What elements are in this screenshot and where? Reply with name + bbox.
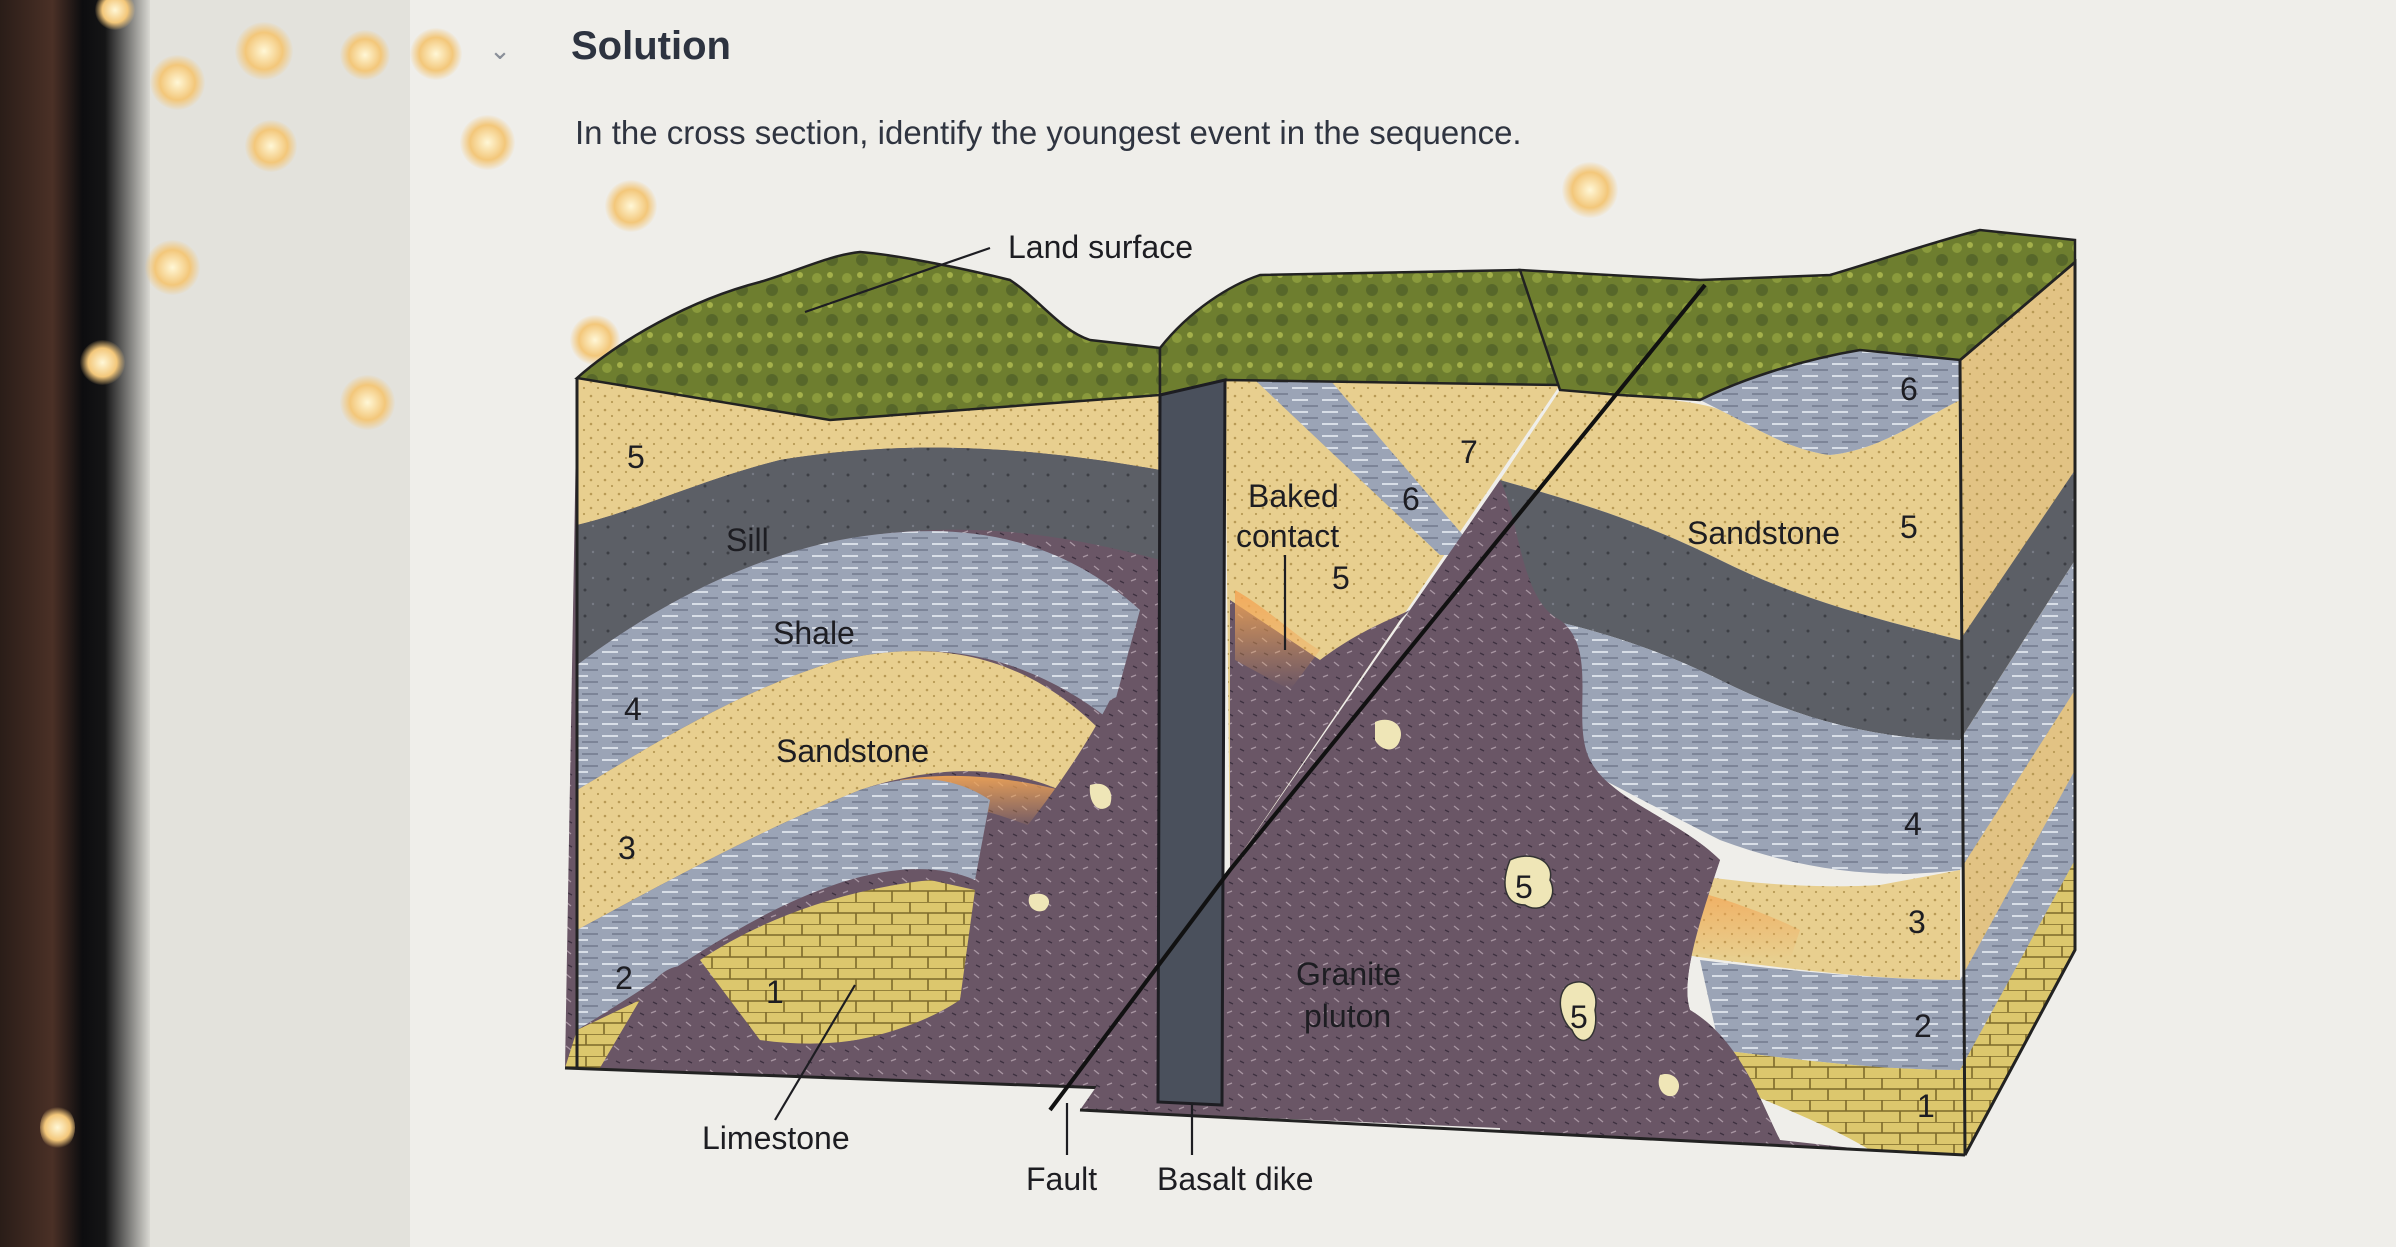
layer-number: 5 <box>1332 560 1350 596</box>
baked-contact-label-1: Baked <box>1248 478 1339 514</box>
layer-number: 2 <box>1914 1008 1932 1044</box>
layer-number: 6 <box>1900 371 1918 407</box>
granite-pluton-label-2: pluton <box>1304 998 1391 1034</box>
sandstone-right-label: Sandstone <box>1687 515 1840 551</box>
sill-label: Sill <box>726 522 769 558</box>
xenolith-number: 5 <box>1570 999 1588 1035</box>
land-surface-label: Land surface <box>1008 229 1193 265</box>
layer-number: 6 <box>1402 481 1420 517</box>
shale-label: Shale <box>773 615 855 651</box>
layer-number: 2 <box>615 960 633 996</box>
xenolith-number: 5 <box>1515 869 1533 905</box>
basalt-dike-label: Basalt dike <box>1157 1161 1314 1197</box>
layer-number: 1 <box>1917 1088 1935 1124</box>
layer-number: 3 <box>618 830 636 866</box>
sandstone-left-label: Sandstone <box>776 733 929 769</box>
layer-number: 4 <box>1904 806 1922 842</box>
layer-number: 4 <box>624 691 642 727</box>
layer-number: 5 <box>627 439 645 475</box>
layer-number: 1 <box>766 974 784 1010</box>
granite-pluton-label-1: Granite <box>1296 956 1401 992</box>
layer-number: 7 <box>1460 434 1478 470</box>
basalt-dike <box>1158 380 1225 1105</box>
layer-number: 5 <box>1900 509 1918 545</box>
layer-number: 3 <box>1908 904 1926 940</box>
fault-label: Fault <box>1026 1161 1097 1197</box>
limestone-label: Limestone <box>702 1120 850 1156</box>
land-surface-center <box>1160 270 1560 395</box>
baked-contact-label-2: contact <box>1236 518 1339 554</box>
